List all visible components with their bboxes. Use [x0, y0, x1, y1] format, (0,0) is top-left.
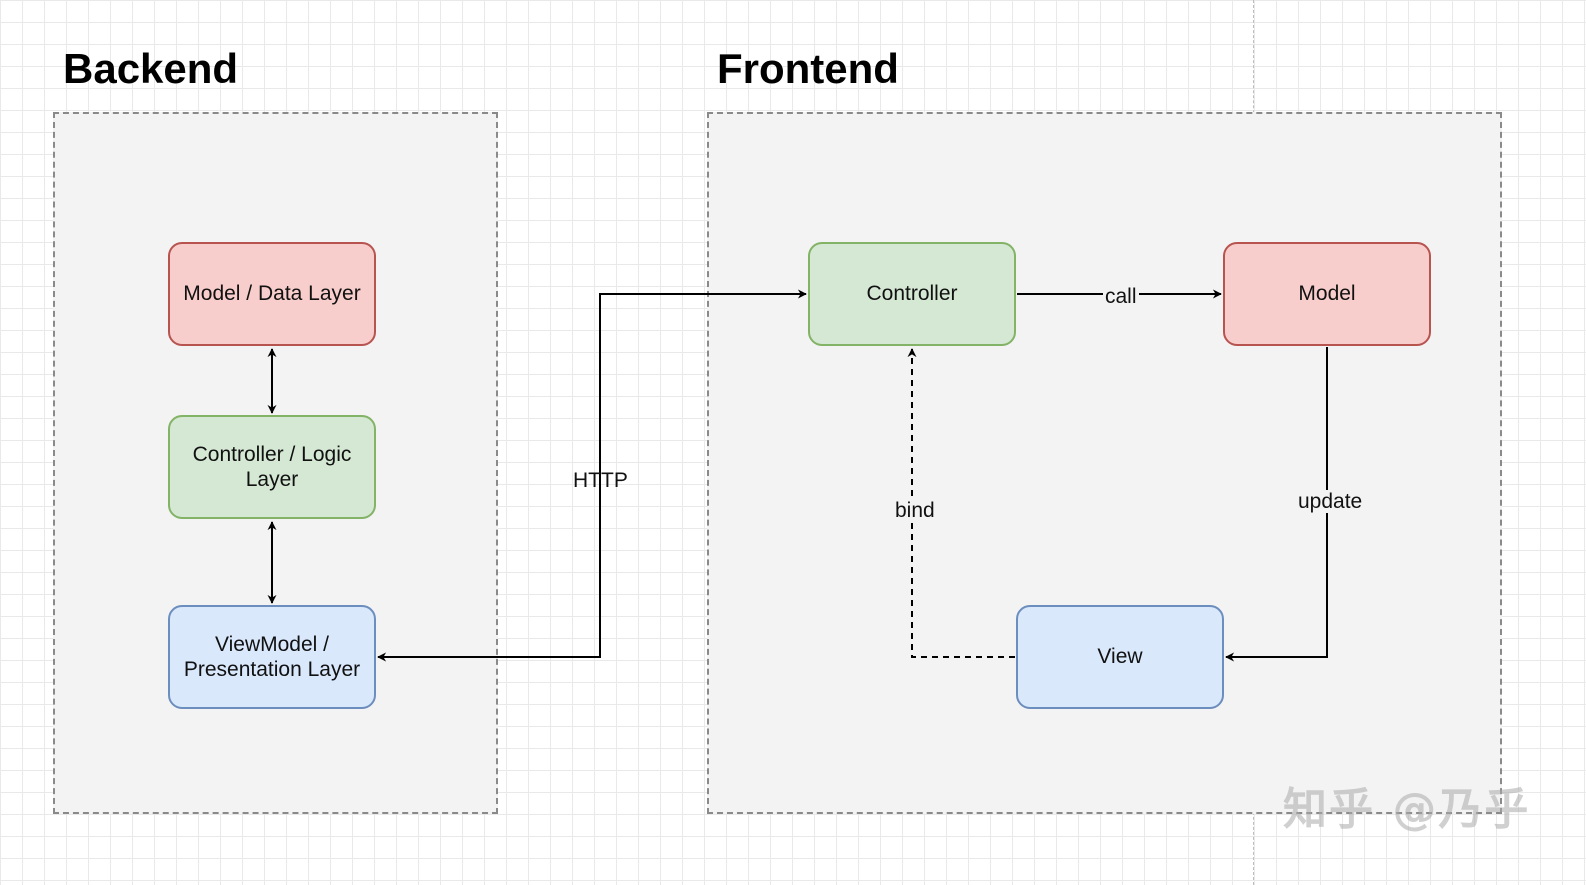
call-label: call — [1103, 285, 1139, 308]
backend-controller-node[interactable]: Controller / Logic Layer — [168, 415, 376, 519]
http-label: HTTP — [573, 469, 628, 492]
bind-label: bind — [893, 499, 937, 522]
backend-viewmodel-node[interactable]: ViewModel / Presentation Layer — [168, 605, 376, 709]
update-label: update — [1296, 490, 1365, 513]
backend-title: Backend — [63, 45, 239, 92]
frontend-view-node[interactable]: View — [1016, 605, 1224, 709]
frontend-title: Frontend — [717, 45, 899, 92]
frontend-controller-node[interactable]: Controller — [808, 242, 1016, 346]
frontend-model-label: Model — [1298, 282, 1356, 306]
frontend-view-label: View — [1097, 645, 1143, 669]
http-connector[interactable] — [377, 289, 807, 662]
frontend-model-node[interactable]: Model — [1223, 242, 1431, 346]
frontend-controller-label: Controller — [866, 282, 958, 306]
backend-controller-label: Controller / Logic Layer — [192, 442, 352, 491]
update-connector[interactable] — [1225, 347, 1328, 662]
backend-model-label: Model / Data Layer — [183, 282, 361, 306]
backend-model-node[interactable]: Model / Data Layer — [168, 242, 376, 346]
bind-connector[interactable] — [907, 348, 1015, 658]
backend-viewmodel-label: ViewModel / Presentation Layer — [183, 632, 361, 681]
zhihu-watermark: 知乎 @乃乎 — [1283, 784, 1531, 835]
